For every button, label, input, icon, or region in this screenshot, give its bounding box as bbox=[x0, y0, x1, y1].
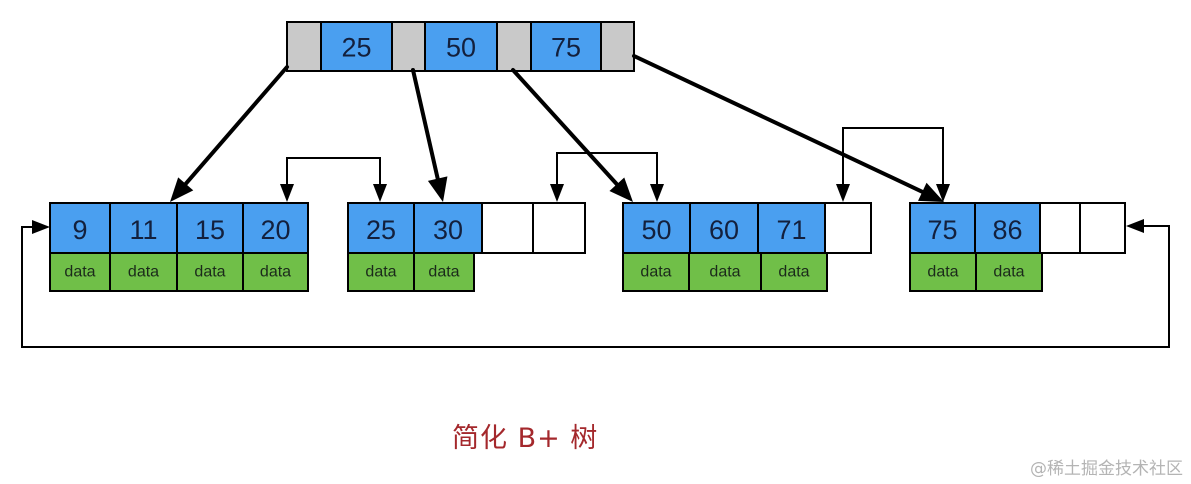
arrowhead-icon bbox=[550, 184, 564, 202]
arrow-line bbox=[183, 65, 289, 186]
root-key-cell bbox=[530, 21, 602, 72]
leaf-data-cell bbox=[347, 252, 415, 292]
leaf-key: 71 bbox=[776, 215, 806, 245]
leaf-key: 15 bbox=[195, 215, 225, 245]
leaf-data-label: data bbox=[640, 264, 671, 281]
leaf-empty-slot bbox=[1039, 202, 1081, 254]
leaf-data-label: data bbox=[778, 264, 809, 281]
leaf-data-label: data bbox=[993, 264, 1024, 281]
root-key: 25 bbox=[341, 33, 371, 63]
leaf-key-cell bbox=[974, 202, 1041, 254]
child-pointer-arrow bbox=[632, 54, 944, 202]
leaf-key: 11 bbox=[129, 215, 157, 245]
diagram-caption: 简化 B+ 树 bbox=[452, 423, 599, 454]
child-pointer-arrow bbox=[511, 68, 633, 202]
arrow-line bbox=[632, 54, 925, 194]
watermark: @稀土掘金技术社区 bbox=[1030, 459, 1183, 479]
root-key: 75 bbox=[551, 33, 581, 63]
link-line bbox=[842, 127, 944, 184]
arrowhead-icon bbox=[427, 176, 448, 202]
leaf-data-cell bbox=[109, 252, 178, 292]
loop-line bbox=[21, 225, 1170, 348]
leaf-empty-slot bbox=[824, 202, 872, 254]
edges bbox=[21, 54, 1170, 348]
leaf-key: 75 bbox=[927, 215, 957, 245]
arrow-line bbox=[411, 68, 440, 181]
leaf-key: 25 bbox=[366, 215, 396, 245]
child-pointer-arrow bbox=[411, 68, 448, 202]
leaf-nodes: 9 11 15 20 data data data data 25 30 data data 50 60 7… bbox=[49, 202, 1126, 292]
leaf-data-cell bbox=[242, 252, 309, 292]
root-pointer-cell bbox=[600, 21, 635, 72]
leaf-node: 9 11 15 20 data data data data bbox=[49, 202, 309, 292]
leaf-key: 86 bbox=[992, 215, 1022, 245]
arrowhead-icon bbox=[918, 182, 944, 202]
leaf-data-label: data bbox=[428, 264, 459, 281]
leaf-key-cell bbox=[622, 202, 691, 254]
leaf-data-label: data bbox=[194, 264, 225, 281]
leaf-data-label: data bbox=[128, 264, 159, 281]
arrowhead-icon bbox=[1126, 219, 1144, 233]
leaf-data-label: data bbox=[64, 264, 95, 281]
root-key-cell bbox=[424, 21, 498, 72]
arrowhead-icon bbox=[32, 220, 50, 234]
leaf-empty-slot bbox=[532, 202, 586, 254]
arrowhead-icon bbox=[170, 177, 194, 202]
sibling-link bbox=[550, 152, 664, 202]
root-pointer-cell bbox=[391, 21, 426, 72]
arrowhead-icon bbox=[936, 184, 950, 202]
leaf-data-label: data bbox=[260, 264, 291, 281]
arrowhead-icon bbox=[836, 184, 850, 202]
root-pointer-cell bbox=[286, 21, 322, 72]
leaf-data-label: data bbox=[365, 264, 396, 281]
leaf-key: 9 bbox=[72, 215, 87, 245]
link-line bbox=[556, 152, 658, 184]
root-node: 25 50 75 bbox=[286, 21, 635, 72]
root-key: 50 bbox=[446, 33, 476, 63]
leaf-empty-slot bbox=[481, 202, 534, 254]
leaf-key-cell bbox=[176, 202, 244, 254]
leaf-key-cell bbox=[689, 202, 759, 254]
arrowhead-icon bbox=[373, 184, 387, 202]
leaf-key-cell bbox=[909, 202, 976, 254]
arrow-line bbox=[511, 68, 619, 187]
leaf-data-cell bbox=[176, 252, 244, 292]
leaf-key: 50 bbox=[641, 215, 671, 245]
leaf-data-cell bbox=[622, 252, 690, 292]
arrowhead-icon bbox=[609, 177, 633, 202]
arrowhead-icon bbox=[280, 184, 294, 202]
leaf-key: 20 bbox=[260, 215, 290, 245]
leaf-data-cell bbox=[688, 252, 762, 292]
leaf-data-label: data bbox=[709, 264, 740, 281]
child-pointer-arrow bbox=[170, 65, 289, 202]
leaf-empty-slot bbox=[1079, 202, 1126, 254]
leaf-key: 60 bbox=[709, 215, 739, 245]
arrowhead-icon bbox=[650, 184, 664, 202]
leaf-data-cell bbox=[49, 252, 111, 292]
leaf-node: 75 86 data data bbox=[909, 202, 1126, 292]
root-pointer-cell bbox=[496, 21, 532, 72]
leaf-node: 50 60 71 data data data bbox=[622, 202, 872, 292]
leaf-data-cell bbox=[413, 252, 475, 292]
root-key-cell bbox=[320, 21, 393, 72]
leaf-key: 30 bbox=[433, 215, 463, 245]
sibling-link bbox=[280, 157, 387, 202]
sibling-link bbox=[836, 127, 950, 202]
leaf-node: 25 30 data data bbox=[347, 202, 586, 292]
leaf-data-cell bbox=[975, 252, 1043, 292]
leaf-key-cell bbox=[347, 202, 415, 254]
link-line bbox=[286, 157, 381, 184]
leaf-data-label: data bbox=[927, 264, 958, 281]
leaf-chain-loop bbox=[21, 219, 1170, 348]
leaf-data-cell bbox=[760, 252, 828, 292]
